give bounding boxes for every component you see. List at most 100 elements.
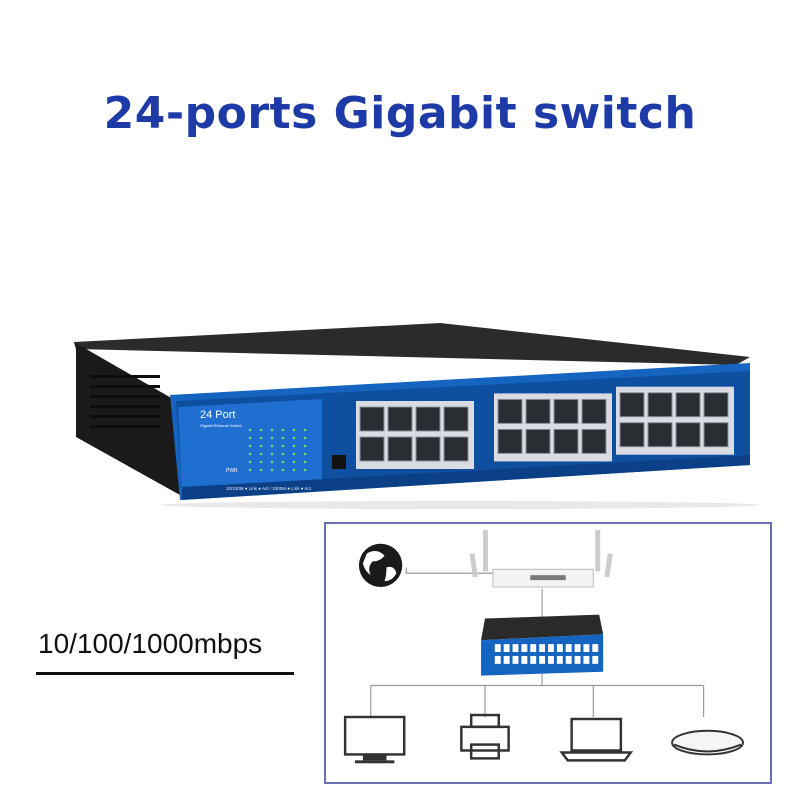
status-led xyxy=(292,428,296,432)
status-led xyxy=(270,428,274,432)
globe-icon xyxy=(358,543,403,588)
status-led xyxy=(248,460,252,464)
mini-port xyxy=(539,655,546,664)
mini-port xyxy=(521,644,528,653)
rj45-port xyxy=(553,428,579,454)
switch-model-sublabel: Gigabit Ethernet Switch xyxy=(200,423,242,428)
printer-icon xyxy=(460,713,510,760)
mini-port xyxy=(592,644,599,653)
status-led xyxy=(292,452,296,456)
rj45-port xyxy=(647,392,673,418)
laptop-icon xyxy=(559,717,634,762)
status-led xyxy=(270,444,274,448)
router-icon xyxy=(469,529,613,588)
status-led xyxy=(292,460,296,464)
status-led xyxy=(248,436,252,440)
mini-port xyxy=(512,644,519,653)
speed-underline xyxy=(36,672,294,675)
rj45-port xyxy=(703,422,729,448)
rj45-port xyxy=(619,392,645,418)
status-led xyxy=(292,468,296,472)
mini-port xyxy=(583,655,590,664)
page-title: 24-ports Gigabit switch xyxy=(103,88,697,139)
switch-model-label: 24 Port xyxy=(200,409,235,421)
status-led xyxy=(259,436,263,440)
status-led xyxy=(303,444,307,448)
status-led xyxy=(281,460,285,464)
rj45-port xyxy=(619,422,645,448)
rj45-port xyxy=(675,392,701,418)
status-led xyxy=(303,460,307,464)
status-led xyxy=(281,428,285,432)
mini-port xyxy=(539,644,546,653)
status-led xyxy=(303,468,307,472)
status-led xyxy=(259,468,263,472)
status-led xyxy=(248,428,252,432)
mini-port xyxy=(530,655,537,664)
status-led xyxy=(303,428,307,432)
mini-port xyxy=(574,644,581,653)
switch-pwr-label: PWR xyxy=(226,468,238,474)
mini-port xyxy=(503,655,510,664)
access-point-icon xyxy=(671,729,744,756)
status-led xyxy=(292,436,296,440)
desktop-icon xyxy=(343,715,406,764)
status-led xyxy=(259,452,263,456)
mini-port xyxy=(565,644,572,653)
switch-icon xyxy=(481,614,604,676)
status-led xyxy=(270,468,274,472)
switch-legend: 10/100M ● Link ● Act / 1000M ● Link ● Ac… xyxy=(226,486,312,491)
mini-port xyxy=(592,655,599,664)
status-led xyxy=(259,460,263,464)
status-led xyxy=(303,452,307,456)
mini-port xyxy=(583,644,590,653)
rj45-port xyxy=(415,406,441,432)
rj45-port xyxy=(415,436,441,462)
rj45-port xyxy=(443,406,469,432)
status-led xyxy=(281,468,285,472)
switch-photo: 24 Port Gigabit Ethernet Switch PWR 10/1… xyxy=(74,323,760,509)
rj45-port xyxy=(525,428,551,454)
rj45-port xyxy=(647,422,673,448)
rj45-port xyxy=(581,428,607,454)
status-led xyxy=(259,444,263,448)
rj45-port xyxy=(359,406,385,432)
status-led xyxy=(281,452,285,456)
mini-port xyxy=(530,644,537,653)
mini-port xyxy=(574,655,581,664)
mini-port xyxy=(565,655,572,664)
rj45-port xyxy=(675,422,701,448)
status-led xyxy=(270,436,274,440)
status-led xyxy=(270,460,274,464)
rj45-port xyxy=(387,436,413,462)
mini-port xyxy=(494,644,501,653)
mini-port xyxy=(512,655,519,664)
rj45-port xyxy=(525,398,551,424)
status-led xyxy=(270,452,274,456)
rj45-port xyxy=(497,428,523,454)
mini-port xyxy=(548,644,554,653)
mini-port xyxy=(556,655,563,664)
status-led xyxy=(248,444,252,448)
mini-port xyxy=(548,655,554,664)
status-led xyxy=(292,444,296,448)
rj45-port xyxy=(581,398,607,424)
topology-frame xyxy=(324,522,772,784)
mini-port xyxy=(556,644,563,653)
rj45-port xyxy=(497,398,523,424)
rj45-port xyxy=(387,406,413,432)
rj45-port xyxy=(443,436,469,462)
mini-port xyxy=(521,655,528,664)
mini-port xyxy=(494,655,501,664)
rj45-port xyxy=(553,398,579,424)
status-led xyxy=(248,468,252,472)
status-led xyxy=(281,436,285,440)
status-led xyxy=(281,444,285,448)
rj45-port xyxy=(703,392,729,418)
status-led xyxy=(303,436,307,440)
speed-label: 10/100/1000mbps xyxy=(38,628,263,659)
status-led xyxy=(259,428,263,432)
topology-diagram xyxy=(343,529,744,764)
rj45-port xyxy=(359,436,385,462)
mini-port xyxy=(503,644,510,653)
